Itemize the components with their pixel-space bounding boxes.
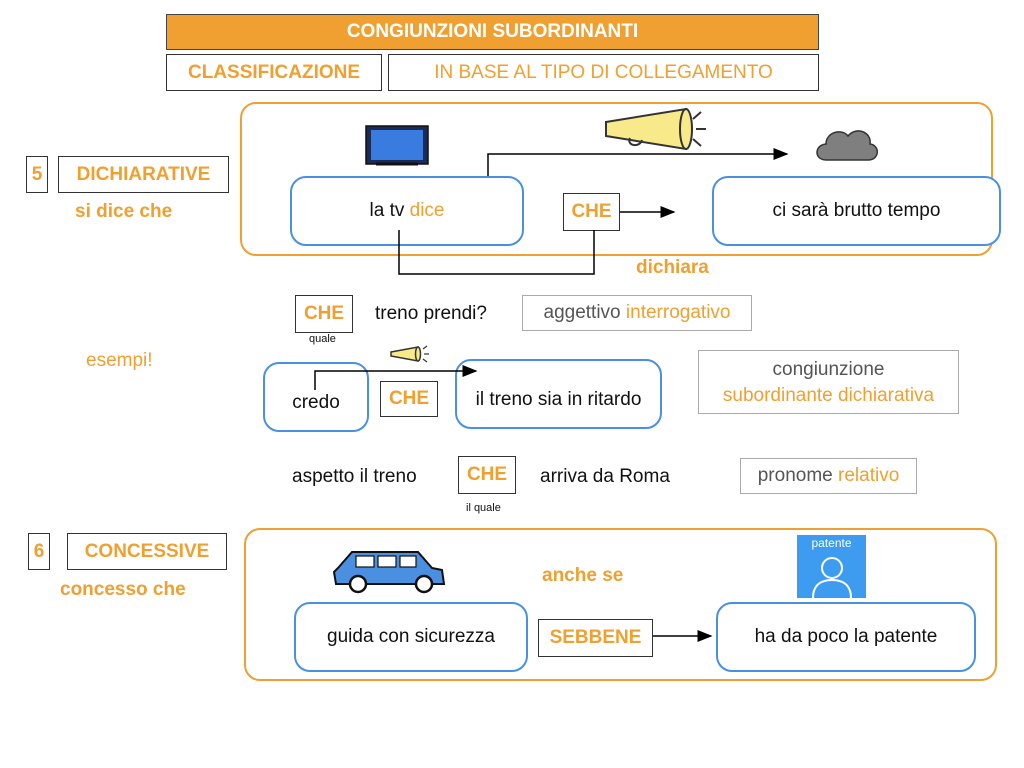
connector-dice-line (398, 230, 595, 275)
section5-caption: dichiara (636, 257, 709, 278)
section-number-6: 6 (28, 533, 50, 570)
example2-main-box: credo (263, 362, 369, 432)
example1-tag-prefix: aggettivo (543, 302, 626, 323)
example3-conjunction: CHE (458, 456, 516, 494)
section6-sub-box: ha da poco la patente (716, 602, 976, 672)
example1-conjunction: CHE (295, 295, 353, 333)
example1-tag: aggettivo interrogativo (522, 295, 752, 331)
sub-clause-box: ci sarà brutto tempo (712, 176, 1001, 246)
connector-credo-line (314, 365, 478, 390)
megaphone-icon (605, 107, 706, 151)
conjunction-che: CHE (563, 193, 620, 231)
example3-tag-highlight: relativo (838, 465, 900, 486)
example2-tag-line2: subordinante dichiarativa (722, 385, 935, 406)
section-number-5: 5 (26, 156, 48, 193)
section6-meaning: concesso che (60, 579, 186, 600)
person-icon: patente (797, 535, 866, 598)
example3-tag-prefix: pronome (757, 465, 839, 486)
car-icon (332, 551, 446, 594)
main-clause-verb: dice (409, 200, 445, 221)
section-meaning: si dice che (75, 201, 173, 222)
megaphone-icon-small (390, 345, 429, 363)
tv-icon (365, 125, 429, 166)
example1-note: quale (309, 333, 336, 345)
example3-note: il quale (466, 502, 501, 514)
conjunction-sebbene: SEBBENE (538, 619, 653, 657)
classification-label: CLASSIFICAZIONE (166, 54, 382, 91)
section6-caption: anche se (542, 565, 624, 586)
section-label-concessive: CONCESSIVE (67, 533, 227, 570)
examples-label: esempi! (86, 350, 153, 371)
example3-after: arriva da Roma (540, 466, 670, 487)
section-label-dichiarative: DICHIARATIVE (58, 156, 229, 193)
example1-tag-highlight: interrogativo (625, 302, 731, 323)
example3-before: aspetto il treno (292, 466, 417, 487)
example3-tag: pronome relativo (740, 458, 917, 494)
cloud-icon (816, 130, 878, 161)
classification-subtitle: IN BASE AL TIPO DI COLLEGAMENTO (388, 54, 819, 91)
section6-frame (244, 528, 997, 681)
main-clause-box: la tv dice (290, 176, 524, 246)
example2-conjunction: CHE (380, 381, 438, 417)
section6-main-box: guida con sicurezza (294, 602, 528, 672)
example2-tag-line1: congiunzione (772, 359, 885, 380)
main-clause-prefix: la tv (369, 200, 410, 221)
patente-badge-label: patente (811, 536, 852, 550)
example2-sub-box: il treno sia in ritardo (455, 359, 662, 429)
example1-text: treno prendi? (375, 303, 487, 324)
page-title: CONGIUNZIONI SUBORDINANTI (166, 14, 819, 50)
example2-tag: congiunzione subordinante dichiarativa (698, 350, 959, 414)
connector-speaker-line (487, 148, 789, 176)
